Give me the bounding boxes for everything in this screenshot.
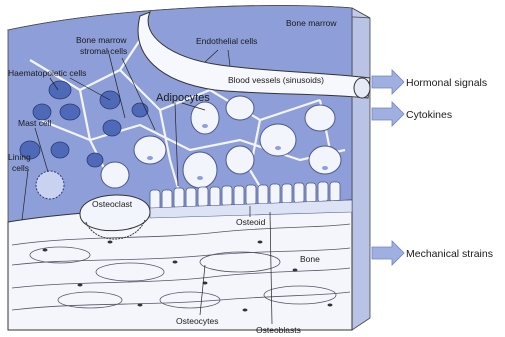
haematopoietic-cell [51,142,69,158]
label-adipocytes: Adipocytes [156,92,210,104]
label-bone: Bone [300,254,320,264]
cytokines-arrow [372,102,404,126]
label-mast-cell: Mast cell [18,118,52,128]
haematopoietic-cell [49,81,71,99]
adipocyte-cell [305,105,335,131]
adipocyte-cell [101,162,129,188]
label-stromal-line2: stromal cells [80,46,127,56]
label-osteoid: Osteoid [236,217,266,227]
label-mechanical-strains: Mechanical strains [406,248,493,260]
label-bone-marrow-top: Bone marrow [286,18,337,28]
mechanical-strain-arrow [372,241,404,265]
label-stromal-line1: Bone marrow [76,35,127,45]
haematopoietic-cell [103,120,121,136]
label-blood-vessels: Blood vessels (sinusoids) [228,75,324,85]
adipocyte-cell [226,96,254,120]
label-lining-line1: Lining [8,152,31,162]
label-haematopoietic-cells: Haematopoietic cells [8,68,86,78]
mast-cell [36,171,64,199]
block-side-face [352,8,370,330]
vessel-opening [354,78,370,98]
adipocyte-cell [226,146,254,174]
label-osteocytes: Osteocytes [176,316,219,326]
haematopoietic-cell [87,153,103,167]
label-lining-line2: cells [12,163,29,173]
label-hormonal-signals: Hormonal signals [406,77,487,89]
label-endothelial-cells: Endothelial cells [196,36,257,46]
adipocyte-cell [183,152,217,188]
label-osteoclast: Osteoclast [92,199,133,209]
hormonal-signal-arrow [372,70,404,94]
bone-region [8,200,352,330]
label-cytokines: Cytokines [406,109,452,121]
adipocyte-cell [260,124,296,156]
label-osteoblasts: Osteoblasts [256,325,301,335]
haematopoietic-cell [60,104,80,120]
